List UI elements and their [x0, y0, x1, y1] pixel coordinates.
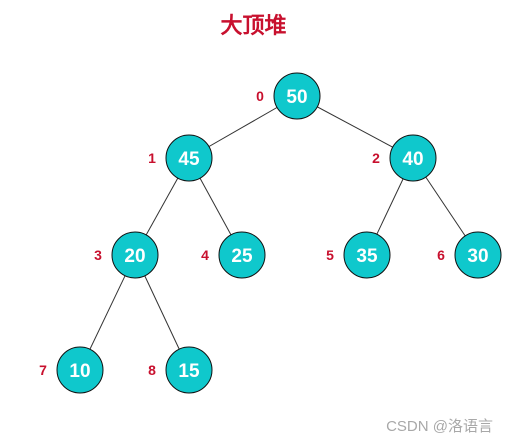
node-index-label: 4	[201, 247, 209, 263]
node-value: 30	[467, 246, 488, 267]
node-index-label: 0	[256, 88, 264, 104]
node-index-label: 2	[372, 150, 380, 166]
node-circle	[165, 346, 213, 394]
node-value: 35	[356, 246, 378, 267]
node-circle	[111, 231, 159, 279]
diagram-title: 大顶堆	[220, 14, 287, 39]
node-value: 45	[178, 149, 200, 170]
node-value: 40	[402, 149, 423, 170]
node-index-label: 7	[39, 362, 47, 378]
node-index-label: 1	[148, 150, 156, 166]
node-circle	[454, 231, 502, 279]
node-index-label: 3	[94, 247, 102, 263]
node-value: 50	[286, 87, 307, 108]
heap-node: 40 2	[372, 134, 437, 182]
node-value: 15	[178, 361, 200, 382]
node-index-label: 8	[148, 362, 156, 378]
heap-node: 10 7	[39, 346, 104, 394]
watermark: CSDN @洛语言	[386, 418, 493, 435]
heap-node: 20 3	[94, 231, 159, 279]
node-value: 10	[69, 361, 90, 382]
heap-node: 45 1	[148, 134, 213, 182]
node-circle	[343, 231, 391, 279]
node-circle	[165, 134, 213, 182]
heap-node: 25 4	[201, 231, 266, 279]
node-value: 20	[124, 246, 145, 267]
node-circle	[273, 72, 321, 120]
node-circle	[56, 346, 104, 394]
node-index-label: 6	[437, 247, 445, 263]
node-index-label: 5	[326, 247, 334, 263]
heap-node: 15 8	[148, 346, 213, 394]
node-value: 25	[231, 246, 253, 267]
heap-node: 35 5	[326, 231, 391, 279]
node-circle	[389, 134, 437, 182]
node-circle	[218, 231, 266, 279]
heap-node: 50 0	[256, 72, 321, 120]
heap-node: 30 6	[437, 231, 502, 279]
